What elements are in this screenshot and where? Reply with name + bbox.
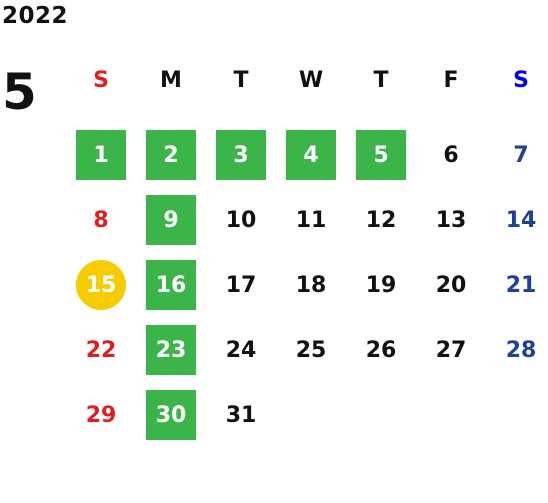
day-cell-15[interactable]: 15 (66, 253, 136, 318)
day-number: 22 (85, 338, 117, 363)
day-number: 1 (93, 143, 109, 168)
day-number: 24 (225, 338, 257, 363)
day-cell-13[interactable]: 13 (416, 188, 486, 253)
today-highlight (76, 260, 126, 310)
day-cell-4[interactable]: 4 (276, 123, 346, 188)
day-cell-31[interactable]: 31 (206, 383, 276, 448)
day-number: 20 (435, 273, 467, 298)
day-cell-22[interactable]: 22 (66, 318, 136, 383)
holiday-highlight (216, 130, 266, 180)
day-number: 28 (505, 338, 537, 363)
day-cell-30[interactable]: 30 (136, 383, 206, 448)
day-number: 11 (295, 208, 327, 233)
day-number: 29 (85, 403, 117, 428)
holiday-highlight (356, 130, 406, 180)
weekday-header-thu: T (373, 68, 389, 93)
holiday-highlight (146, 325, 196, 375)
day-number: 3 (233, 143, 249, 168)
day-cell-29[interactable]: 29 (66, 383, 136, 448)
day-cell-28[interactable]: 28 (486, 318, 548, 383)
day-cell-19[interactable]: 19 (346, 253, 416, 318)
day-number: 13 (435, 208, 467, 233)
day-cell-23[interactable]: 23 (136, 318, 206, 383)
calendar-year: 2022 (2, 3, 69, 29)
day-cell-10[interactable]: 10 (206, 188, 276, 253)
day-number: 18 (295, 273, 327, 298)
day-number: 2 (163, 143, 179, 168)
day-number: 14 (505, 208, 537, 233)
day-cell-25[interactable]: 25 (276, 318, 346, 383)
day-number: 27 (435, 338, 467, 363)
day-number: 23 (155, 338, 187, 363)
holiday-highlight (146, 130, 196, 180)
day-cell-27[interactable]: 27 (416, 318, 486, 383)
day-cell-5[interactable]: 5 (346, 123, 416, 188)
day-cell-18[interactable]: 18 (276, 253, 346, 318)
day-cell-12[interactable]: 12 (346, 188, 416, 253)
day-cell-2[interactable]: 2 (136, 123, 206, 188)
day-cell-9[interactable]: 9 (136, 188, 206, 253)
weekday-header-sun: S (93, 68, 109, 93)
day-cell-8[interactable]: 8 (66, 188, 136, 253)
holiday-highlight (146, 260, 196, 310)
day-cell-21[interactable]: 21 (486, 253, 548, 318)
day-cell-26[interactable]: 26 (346, 318, 416, 383)
day-number: 31 (225, 403, 257, 428)
day-cell-16[interactable]: 16 (136, 253, 206, 318)
day-number: 7 (513, 143, 529, 168)
day-cell-20[interactable]: 20 (416, 253, 486, 318)
day-number: 5 (373, 143, 389, 168)
weekday-header-sat: S (513, 68, 529, 93)
day-number: 4 (303, 143, 319, 168)
day-cell-3[interactable]: 3 (206, 123, 276, 188)
holiday-highlight (76, 130, 126, 180)
day-cell-6[interactable]: 6 (416, 123, 486, 188)
day-cell-1[interactable]: 1 (66, 123, 136, 188)
weekday-header-fri: F (443, 68, 459, 93)
day-cell-7[interactable]: 7 (486, 123, 548, 188)
day-number: 10 (225, 208, 257, 233)
holiday-highlight (146, 195, 196, 245)
day-cell-14[interactable]: 14 (486, 188, 548, 253)
weekday-header-wed: W (298, 68, 324, 93)
weekday-header-tue: T (233, 68, 249, 93)
day-cell-17[interactable]: 17 (206, 253, 276, 318)
calendar-month: 5 (2, 63, 37, 121)
day-cell-11[interactable]: 11 (276, 188, 346, 253)
day-number: 19 (365, 273, 397, 298)
day-number: 8 (93, 208, 109, 233)
holiday-highlight (146, 390, 196, 440)
day-number: 16 (155, 273, 187, 298)
day-number: 26 (365, 338, 397, 363)
weekday-header-mon: M (160, 68, 182, 93)
day-number: 15 (85, 273, 117, 298)
day-number: 25 (295, 338, 327, 363)
day-number: 6 (443, 143, 459, 168)
holiday-highlight (286, 130, 336, 180)
day-number: 9 (163, 208, 179, 233)
day-cell-24[interactable]: 24 (206, 318, 276, 383)
day-number: 12 (365, 208, 397, 233)
day-number: 30 (155, 403, 187, 428)
day-number: 21 (505, 273, 537, 298)
day-number: 17 (225, 273, 257, 298)
